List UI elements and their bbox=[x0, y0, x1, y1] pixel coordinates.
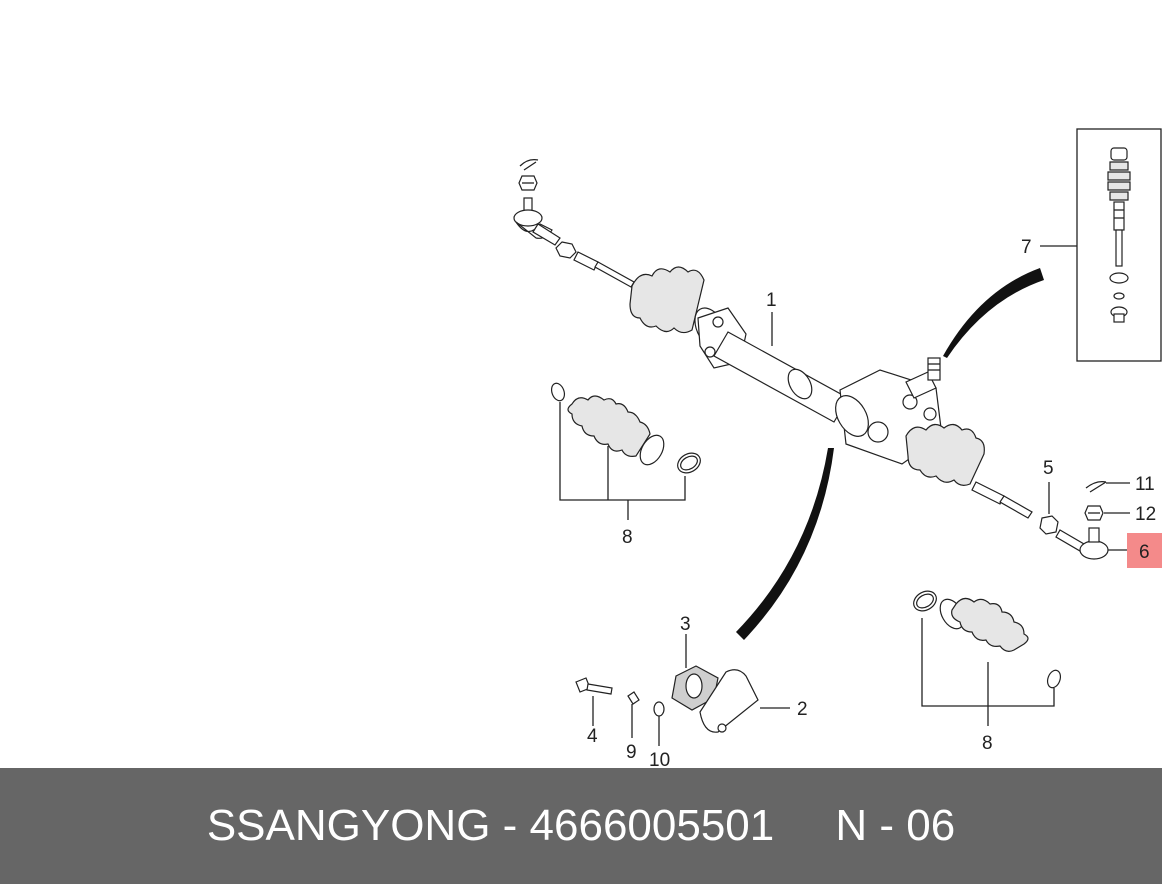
callout-11: 11 bbox=[1135, 474, 1155, 495]
left-housing-boot bbox=[629, 266, 705, 334]
right-tie-rod-end-group bbox=[1055, 527, 1109, 560]
right-ball-stud bbox=[1088, 527, 1100, 543]
mount-clamp bbox=[699, 669, 759, 733]
footer-caption: SSANGYONG - 4666005501 N - 06 bbox=[0, 768, 1162, 884]
callout-8-right: 8 bbox=[982, 733, 993, 754]
mount-washer bbox=[627, 691, 640, 705]
right-boot bbox=[951, 597, 1029, 652]
right-boot-kit bbox=[913, 590, 1062, 689]
input-shaft-kit bbox=[1107, 147, 1131, 323]
steering-rack-exploded-diagram: 1 5 6 11 12 7 bbox=[513, 128, 1162, 768]
callout-4: 4 bbox=[587, 726, 598, 747]
callout-6: 6 bbox=[1139, 542, 1150, 563]
rack-tube bbox=[713, 331, 849, 423]
callout-12: 12 bbox=[1135, 504, 1156, 525]
left-cotter-pin bbox=[519, 158, 539, 171]
left-inner-tie-rod bbox=[594, 261, 635, 288]
left-tie-rod-end-group bbox=[513, 158, 635, 288]
left-lock-nut bbox=[555, 241, 577, 259]
callout-3: 3 bbox=[680, 614, 691, 635]
right-cotter-pin bbox=[1085, 480, 1107, 493]
callout-10: 10 bbox=[649, 750, 670, 768]
left-boot bbox=[567, 395, 651, 457]
callout-9: 9 bbox=[626, 742, 637, 763]
arrow-to-input-shaft-kit bbox=[943, 268, 1044, 358]
callout-7-box bbox=[1076, 128, 1162, 362]
right-inner-tie-rod bbox=[999, 495, 1033, 519]
callout-8-left: 8 bbox=[622, 527, 633, 548]
left-boot-kit bbox=[550, 382, 701, 474]
left-tie-rod-end bbox=[513, 209, 543, 227]
right-housing-boot bbox=[905, 423, 985, 486]
rack-housing bbox=[629, 266, 1033, 519]
mount-bolt bbox=[586, 683, 613, 695]
callout-1: 1 bbox=[766, 290, 777, 311]
callout-5: 5 bbox=[1043, 458, 1054, 479]
callout-7: 7 bbox=[1021, 237, 1032, 258]
arrow-to-mount-parts bbox=[736, 448, 834, 640]
callout-2: 2 bbox=[797, 699, 808, 720]
mount-nut bbox=[653, 701, 665, 717]
input-shaft bbox=[927, 357, 941, 381]
right-tie-rod-end bbox=[1079, 540, 1109, 560]
right-lock-nut bbox=[1039, 515, 1059, 535]
callout-6-highlight bbox=[1127, 533, 1162, 568]
